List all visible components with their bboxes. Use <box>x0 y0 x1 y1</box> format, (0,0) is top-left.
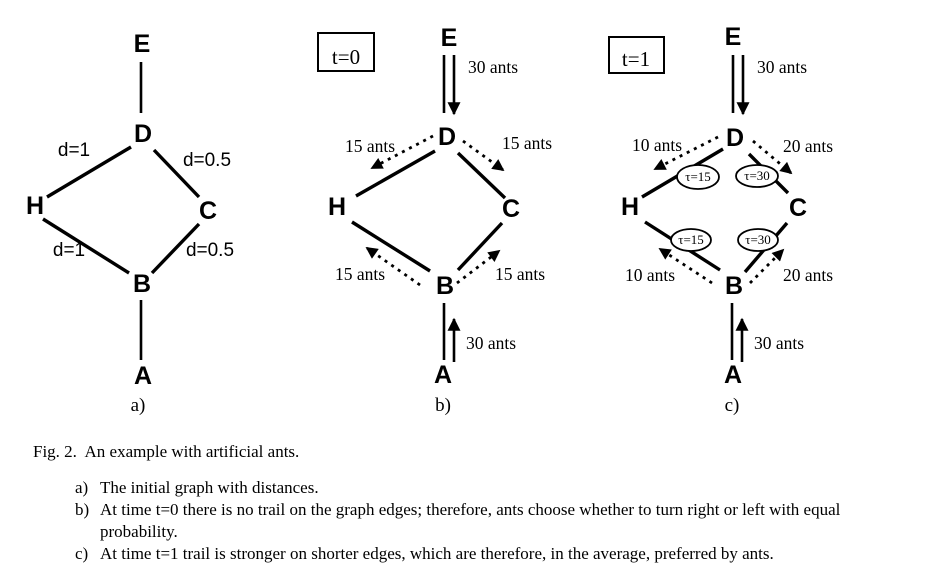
ants-count-a-b: 30 ants <box>754 333 804 353</box>
edge-d-c <box>456 151 507 200</box>
ants-count-d-h: 15 ants <box>345 136 395 156</box>
node-c-label: C <box>199 197 217 225</box>
node-b-label: B <box>133 270 151 298</box>
trail-arrow-b-h <box>365 246 421 287</box>
time-label-t1: t=1 <box>622 47 650 71</box>
pheromone-h-b: τ=15 <box>678 232 704 247</box>
ants-count-d-c: 15 ants <box>502 133 552 153</box>
node-e-label: E <box>725 23 742 51</box>
node-a-label: A <box>134 362 152 390</box>
caption-item-c-marker: c) <box>75 544 89 563</box>
figure-caption-title: Fig. 2. An example with artificial ants. <box>33 441 299 463</box>
pheromone-d-h: τ=15 <box>685 169 711 184</box>
caption-item-b-text: At time t=0 there is no trail on the gra… <box>100 500 841 541</box>
edge-d-h <box>355 149 436 198</box>
ants-count-a-b: 30 ants <box>466 333 516 353</box>
node-d-label: D <box>134 120 152 148</box>
distance-h-b: d=1 <box>53 240 85 261</box>
caption-item-b-marker: b) <box>75 500 90 519</box>
ants-count-e-d: 30 ants <box>757 57 807 77</box>
pheromone-ellipse-d-c <box>735 164 779 188</box>
panel-a-label: a) <box>131 395 146 416</box>
edge-h-b <box>42 217 130 275</box>
ants-count-d-c: 20 ants <box>783 136 833 156</box>
trail-arrow-b-c <box>456 249 501 285</box>
figure-title: An example with artificial ants. <box>84 442 300 461</box>
figure-number: Fig. 2. <box>33 442 77 461</box>
node-e-label: E <box>134 30 151 58</box>
node-a-label: A <box>724 361 742 389</box>
panel-b: t=0 30 ants 15 ants 15 ants 15 ants 15 a… <box>317 24 552 416</box>
pheromone-ellipse-c-b <box>737 228 779 252</box>
pheromone-d-c: τ=30 <box>744 168 770 183</box>
distance-d-c: d=0.5 <box>183 150 231 171</box>
node-c-label: C <box>789 194 807 222</box>
node-b-label: B <box>436 272 454 300</box>
trail-arrow-d-h <box>370 134 434 170</box>
node-c-label: C <box>502 195 520 223</box>
time-box-t1 <box>608 36 665 74</box>
node-e-label: E <box>441 24 458 52</box>
edge-c-b <box>456 221 504 272</box>
node-d-label: D <box>438 123 456 151</box>
node-h-label: H <box>26 192 44 220</box>
caption-item-a-marker: a) <box>75 478 89 497</box>
trail-arrow-d-c <box>752 139 793 175</box>
caption-item-b: b) At time t=0 there is no trail on the … <box>75 499 912 543</box>
distance-d-h: d=1 <box>58 140 90 161</box>
panel-c-label: c) <box>725 395 740 416</box>
caption-item-a: a) The initial graph with distances. <box>75 477 912 499</box>
ants-count-b-h: 15 ants <box>335 264 385 284</box>
node-h-label: H <box>328 193 346 221</box>
edge-c-b <box>150 222 201 275</box>
caption-item-c: c) At time t=1 trail is stronger on shor… <box>75 543 912 565</box>
ants-count-b-c: 15 ants <box>495 264 545 284</box>
ants-count-e-d: 30 ants <box>468 57 518 77</box>
edge-d-h <box>46 145 132 199</box>
panel-a: E D H C B A d=1 d=0.5 d=1 d=0.5 a) <box>26 30 234 416</box>
trail-arrow-d-h <box>653 135 719 171</box>
panel-c: t=1 30 ants τ=15 τ=30 τ=15 τ=30 10 ants … <box>608 23 833 416</box>
trail-arrow-b-h <box>658 247 713 285</box>
ants-count-b-c: 20 ants <box>783 265 833 285</box>
ant-graph-figure: E D H C B A d=1 d=0.5 d=1 d=0.5 a) t=0 3… <box>26 23 833 416</box>
pheromone-ellipse-h-b <box>670 228 712 252</box>
pheromone-c-b: τ=30 <box>745 232 771 247</box>
ants-count-d-h: 10 ants <box>632 135 682 155</box>
edge-d-c <box>152 148 201 199</box>
figure-caption-list: a) The initial graph with distances. b) … <box>75 477 912 565</box>
node-a-label: A <box>434 361 452 389</box>
node-h-label: H <box>621 193 639 221</box>
time-box-t0 <box>317 32 375 72</box>
pheromone-ellipse-d-h <box>676 164 720 190</box>
caption-item-a-text: The initial graph with distances. <box>100 478 319 497</box>
caption-item-c-text: At time t=1 trail is stronger on shorter… <box>100 544 774 563</box>
edge-h-b <box>351 220 431 273</box>
node-d-label: D <box>726 124 744 152</box>
distance-c-b: d=0.5 <box>186 240 234 261</box>
panel-b-label: b) <box>435 395 451 416</box>
ants-count-b-h: 10 ants <box>625 265 675 285</box>
trail-arrow-b-c <box>749 248 785 284</box>
trail-arrow-d-c <box>462 139 505 172</box>
time-label-t0: t=0 <box>332 45 360 69</box>
node-b-label: B <box>725 272 743 300</box>
